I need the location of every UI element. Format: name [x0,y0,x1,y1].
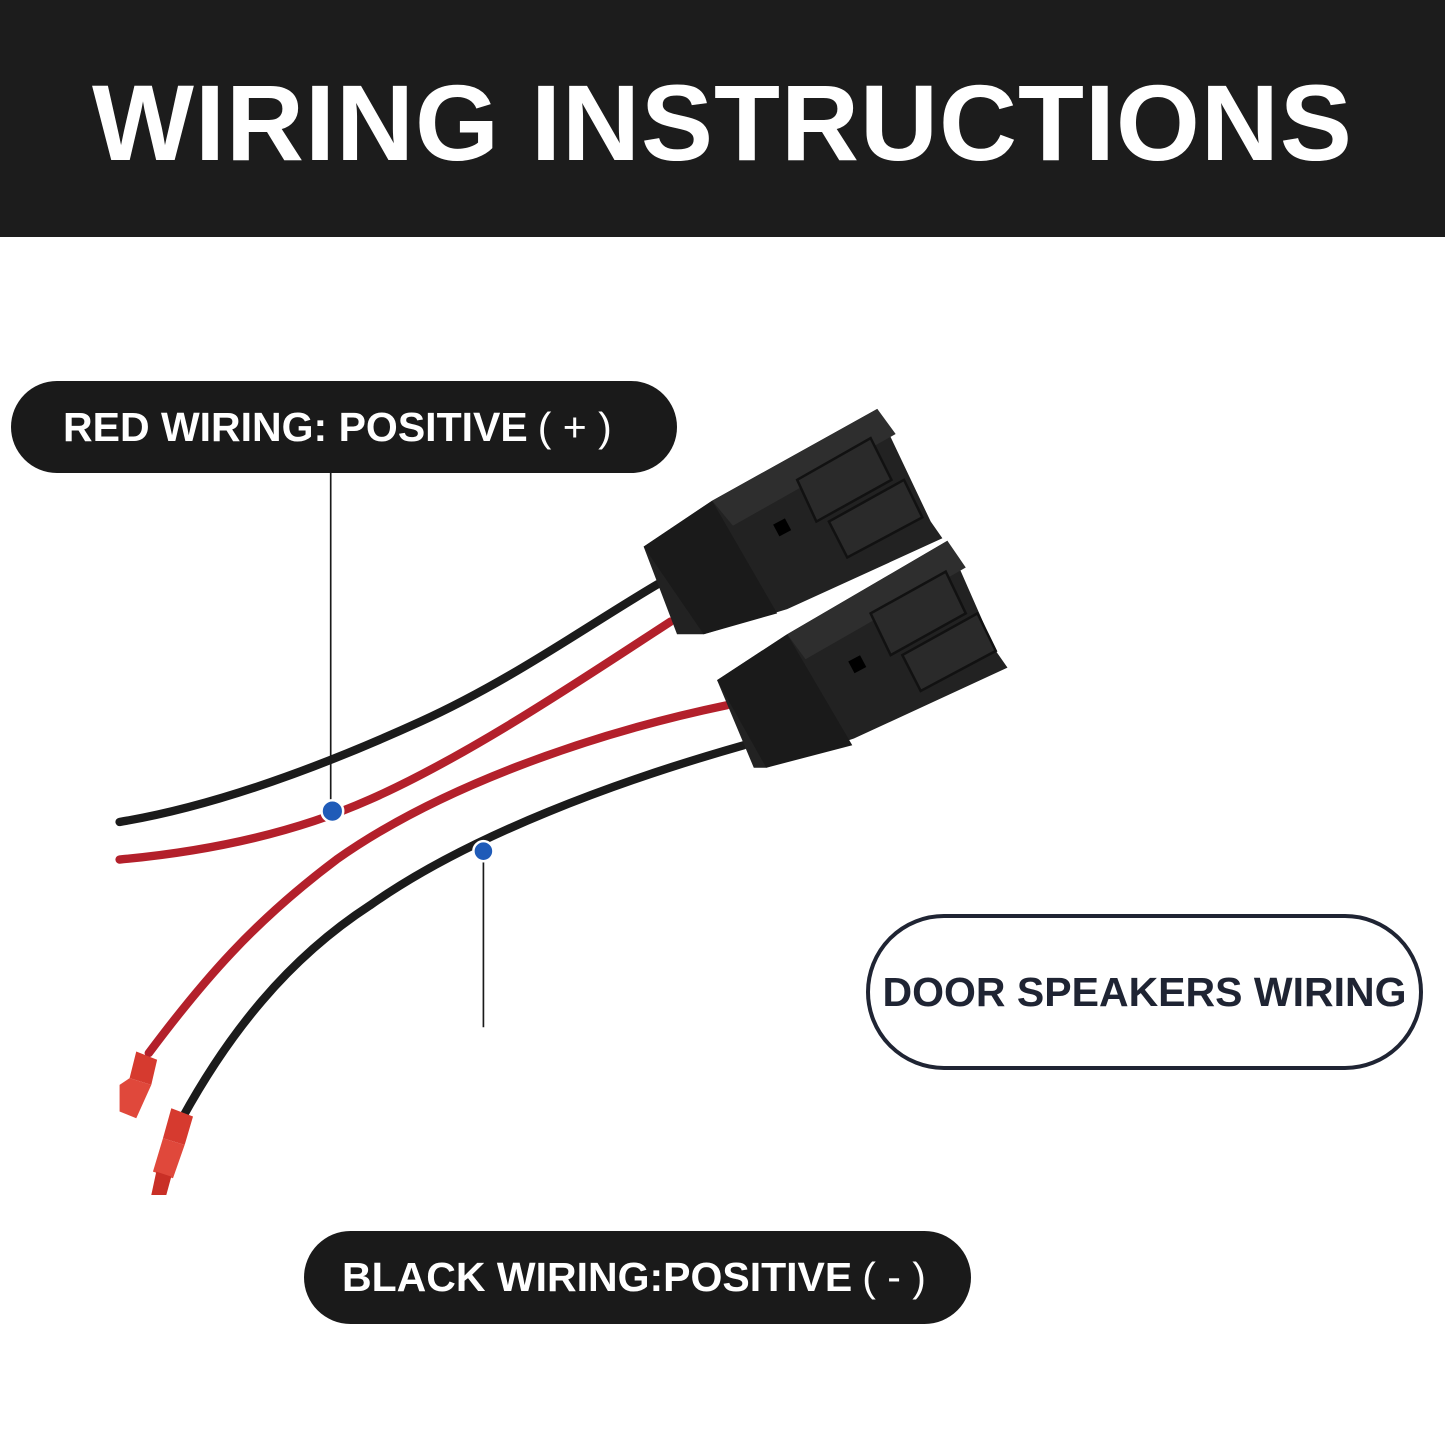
black-wire-bottom [177,741,748,1123]
red-wiring-label: RED WIRING: POSITIVE ( + ) [11,381,677,473]
black-wiring-text: BLACK WIRING:POSITIVE [342,1254,853,1300]
connector-icon [643,408,943,635]
spade-terminal-icon [119,1051,194,1195]
marker-dot-icon [320,799,345,824]
marker-dot-icon [472,839,495,863]
wiring-diagram [115,394,1008,1195]
black-wiring-label: BLACK WIRING:POSITIVE ( - ) [304,1231,971,1324]
header-banner: WIRING INSTRUCTIONS [0,0,1445,237]
red-wire-top [115,617,675,864]
door-speakers-label: DOOR SPEAKERS WIRING [866,914,1423,1070]
wire-harness [115,579,748,1123]
connector-icon [717,540,1008,768]
black-wiring-sign: ( - ) [862,1254,926,1300]
black-wire-top [115,579,662,827]
red-wire-bottom [144,700,732,1058]
red-wiring-text: RED WIRING: POSITIVE [63,403,528,450]
page-title: WIRING INSTRUCTIONS [92,61,1353,183]
red-wiring-sign: ( + ) [537,403,612,450]
